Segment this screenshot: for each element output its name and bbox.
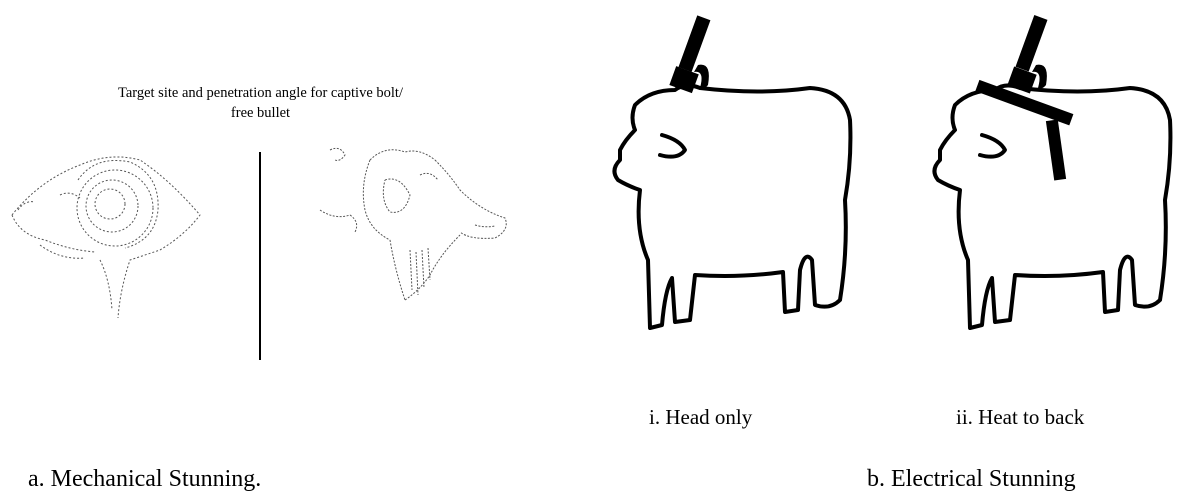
mechanical-stunning-label: a. Mechanical Stunning. (28, 466, 261, 493)
sheep-head-only-icon (590, 10, 870, 370)
panel-ii-label: ii. Heat to back (956, 405, 1084, 430)
electrical-stunning-label: b. Electrical Stunning (867, 466, 1076, 493)
goat-head-sketch-icon (310, 140, 520, 325)
target-site-caption: Target site and penetration angle for ca… (108, 83, 413, 123)
sheep-head-to-back-icon (910, 10, 1195, 370)
ram-head-sketch-icon (0, 140, 250, 325)
panel-i-label: i. Head only (649, 405, 752, 430)
panel-divider (259, 152, 261, 360)
